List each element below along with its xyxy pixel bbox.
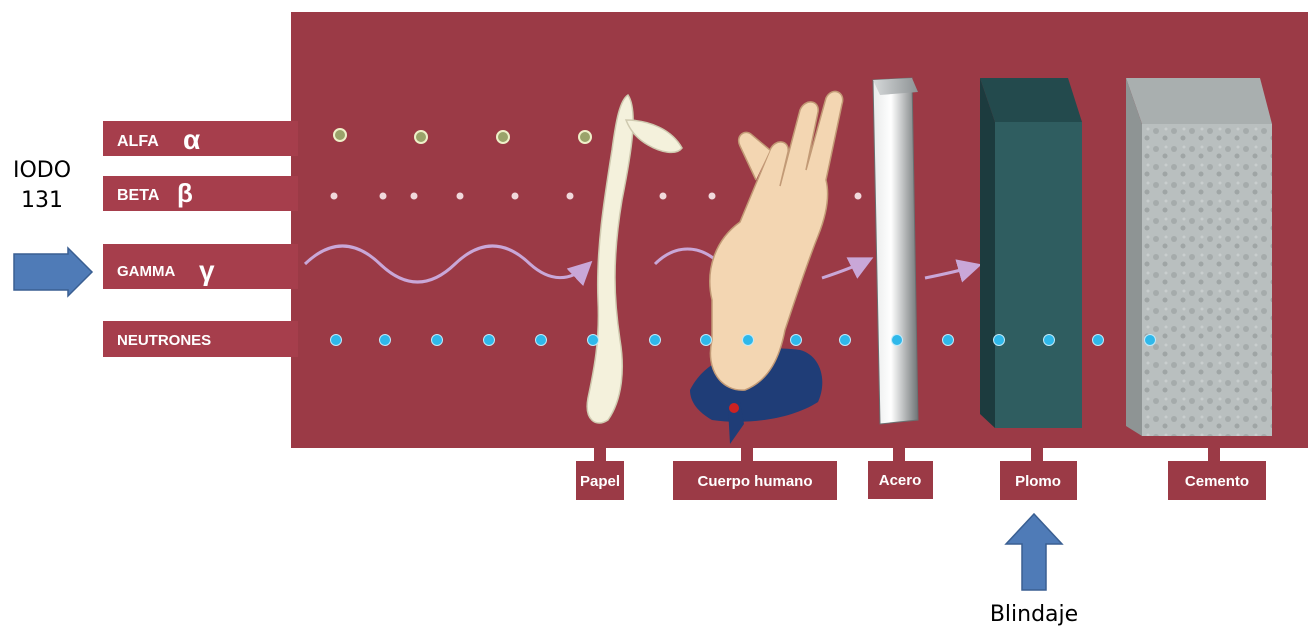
gamma-symbol: γ	[199, 255, 215, 286]
beta-particle	[660, 193, 667, 200]
material-label-cemento-text: Cemento	[1185, 473, 1249, 490]
beta-particle	[855, 193, 862, 200]
ray-label-alfa: ALFA α	[103, 121, 298, 156]
material-label-plomo-text: Plomo	[1015, 473, 1061, 490]
source-label: IODO 131	[2, 156, 82, 216]
source-label-line2: 131	[2, 186, 82, 216]
beta-particle	[567, 193, 574, 200]
alpha-particle	[334, 129, 346, 141]
neutron-particle	[380, 335, 391, 346]
lead-block	[980, 78, 1082, 428]
neutron-particle	[1093, 335, 1104, 346]
beta-particle	[457, 193, 464, 200]
alpha-particle	[497, 131, 509, 143]
shielding-label: Blindaje	[970, 600, 1098, 630]
steel-block	[873, 78, 918, 424]
neutron-particle	[588, 335, 599, 346]
ray-label-neutrones-text: NEUTRONES	[117, 332, 211, 349]
neutron-particle	[536, 335, 547, 346]
beta-particle	[512, 193, 519, 200]
material-label-cuerpo: Cuerpo humano	[673, 448, 837, 500]
neutron-particle	[1044, 335, 1055, 346]
beta-particle	[709, 193, 716, 200]
neutron-particle	[650, 335, 661, 346]
source-label-line1: IODO	[2, 156, 82, 186]
material-label-cuerpo-text: Cuerpo humano	[698, 473, 813, 490]
neutron-particle	[701, 335, 712, 346]
alpha-particle	[579, 131, 591, 143]
button-dot	[729, 403, 739, 413]
ray-label-beta-text: BETA	[117, 187, 160, 204]
neutron-particle	[743, 335, 754, 346]
material-label-cemento: Cemento	[1168, 448, 1266, 500]
ray-label-beta: BETA β	[103, 176, 298, 211]
material-label-papel-text: Papel	[580, 473, 620, 490]
ray-label-gamma: GAMMA γ	[103, 244, 298, 289]
material-label-plomo: Plomo	[1000, 448, 1077, 500]
ray-label-neutrones: NEUTRONES	[103, 321, 298, 357]
neutron-particle	[840, 335, 851, 346]
beta-particle	[411, 193, 418, 200]
shielding-arrow-icon	[1006, 514, 1062, 590]
material-label-papel: Papel	[576, 448, 624, 500]
alpha-particle	[415, 131, 427, 143]
beta-particle	[380, 193, 387, 200]
neutron-particle	[943, 335, 954, 346]
neutron-particle	[331, 335, 342, 346]
ray-label-alfa-text: ALFA	[117, 133, 159, 150]
alpha-symbol: α	[183, 124, 200, 155]
neutron-particle	[892, 335, 903, 346]
ray-label-gamma-text: GAMMA	[117, 263, 175, 280]
source-arrow-icon	[14, 248, 92, 296]
neutron-particle	[1145, 335, 1156, 346]
material-label-acero-text: Acero	[879, 472, 922, 489]
neutron-particle	[484, 335, 495, 346]
neutron-particle	[432, 335, 443, 346]
neutron-particle	[791, 335, 802, 346]
material-label-acero: Acero	[868, 448, 933, 499]
neutron-particle	[994, 335, 1005, 346]
beta-particle	[331, 193, 338, 200]
concrete-block	[1126, 78, 1272, 436]
beta-symbol: β	[177, 178, 193, 208]
